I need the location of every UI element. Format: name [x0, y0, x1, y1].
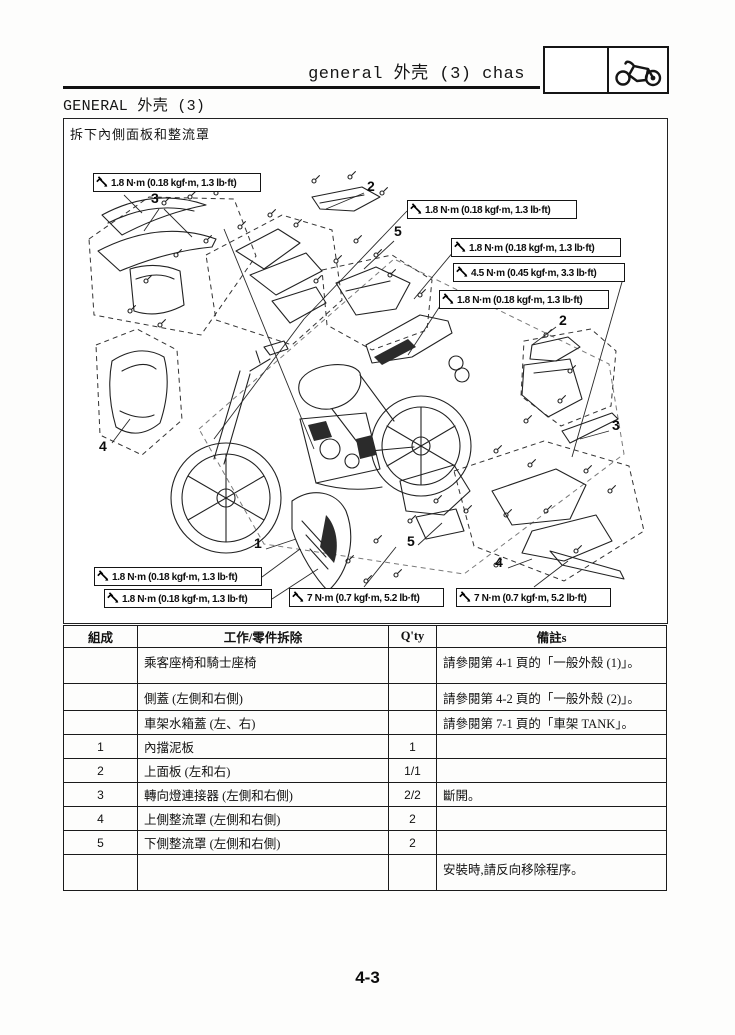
cell-qty: 2/2 — [388, 782, 437, 807]
torque-callout: 1.8 N·m (0.18 kgf·m, 1.3 lb·ft) — [93, 173, 261, 192]
cell-job: 下側整流罩 (左側和右側) — [137, 830, 389, 855]
torque-callout: 1.8 N·m (0.18 kgf·m, 1.3 lb·ft) — [451, 238, 621, 257]
page-number: 4-3 — [355, 968, 380, 987]
cell-remarks — [436, 734, 667, 759]
torque-wrench-icon — [410, 203, 422, 214]
torque-callout: 1.8 N·m (0.18 kgf·m, 1.3 lb·ft) — [407, 200, 577, 219]
chapter-icon-box — [543, 46, 669, 94]
chapter-icon-blank-cell — [545, 48, 610, 92]
cell-job: 轉向燈連接器 (左側和右側) — [137, 782, 389, 807]
table-row: 5 下側整流罩 (左側和右側) 2 — [63, 830, 667, 855]
torque-wrench-icon — [456, 266, 468, 277]
cell-order: 3 — [63, 782, 138, 807]
cell-order: 1 — [63, 734, 138, 759]
cell-order — [63, 683, 138, 711]
cell-remarks: 請參閱第 4-2 頁的「一般外殼 (2)」。 — [436, 683, 667, 711]
cell-order — [63, 854, 138, 891]
section-title: GENERAL 外壳 (3) — [63, 98, 206, 115]
torque-wrench-icon — [459, 591, 471, 602]
col-header-job: 工作/零件拆除 — [137, 625, 389, 648]
table-row: 3 轉向燈連接器 (左側和右側) 2/2 斷開。 — [63, 782, 667, 807]
torque-callout: 1.8 N·m (0.18 kgf·m, 1.3 lb·ft) — [104, 589, 272, 608]
header-divider — [63, 86, 540, 89]
part-number-label: 1 — [254, 535, 262, 551]
cell-job: 側蓋 (左側和右側) — [137, 683, 389, 711]
col-header-qty: Q'ty — [388, 625, 437, 648]
motorcycle-icon — [609, 48, 667, 92]
table-header-row: 組成 工作/零件拆除 Q'ty 備註s — [63, 625, 667, 648]
cell-qty: 2 — [388, 830, 437, 855]
cell-remarks — [436, 806, 667, 831]
cell-qty — [388, 683, 437, 711]
table-row: 安裝時,請反向移除程序。 — [63, 854, 667, 891]
table-row: 2 上面板 (左和右) 1/1 — [63, 758, 667, 783]
torque-wrench-icon — [442, 293, 454, 304]
cell-order — [63, 647, 138, 684]
torque-callout: 7 N·m (0.7 kgf·m, 5.2 lb·ft) — [289, 588, 444, 607]
cell-remarks: 請參閱第 4-1 頁的「一般外殼 (1)」。 — [436, 647, 667, 684]
cell-job: 車架水箱蓋 (左、右) — [137, 710, 389, 735]
cell-remarks: 斷開。 — [436, 782, 667, 807]
cell-remarks — [436, 830, 667, 855]
exploded-view-lineart — [88, 171, 645, 600]
cell-job — [137, 854, 389, 891]
part-number-label: 5 — [407, 533, 415, 549]
torque-wrench-icon — [96, 176, 108, 187]
part-number-label: 3 — [151, 190, 159, 206]
torque-wrench-icon — [454, 241, 466, 252]
page-title: general 外壳 (3) chas — [308, 65, 525, 84]
table-row: 1 內擋泥板 1 — [63, 734, 667, 759]
part-number-label: 4 — [495, 554, 503, 570]
torque-callout: 7 N·m (0.7 kgf·m, 5.2 lb·ft) — [456, 588, 611, 607]
cell-qty: 1/1 — [388, 758, 437, 783]
col-header-remarks: 備註s — [436, 625, 667, 648]
torque-wrench-icon — [107, 592, 119, 603]
cell-job: 上側整流罩 (左側和右側) — [137, 806, 389, 831]
torque-callout: 1.8 N·m (0.18 kgf·m, 1.3 lb·ft) — [439, 290, 609, 309]
torque-wrench-icon — [292, 591, 304, 602]
part-number-label: 2 — [559, 312, 567, 328]
diagram-caption: 拆下內側面板和整流罩 — [70, 127, 211, 142]
cell-remarks: 請參閱第 7-1 頁的「車架 TANK」。 — [436, 710, 667, 735]
part-number-label: 3 — [612, 417, 620, 433]
part-number-label: 2 — [367, 178, 375, 194]
cell-qty — [388, 647, 437, 684]
table-row: 車架水箱蓋 (左、右) 請參閱第 7-1 頁的「車架 TANK」。 — [63, 710, 667, 735]
table-row: 乘客座椅和騎士座椅 請參閱第 4-1 頁的「一般外殼 (1)」。 — [63, 647, 667, 684]
cell-job: 上面板 (左和右) — [137, 758, 389, 783]
cell-remarks: 安裝時,請反向移除程序。 — [436, 854, 667, 891]
removal-steps-table: 組成 工作/零件拆除 Q'ty 備註s 乘客座椅和騎士座椅 請參閱第 4-1 頁… — [63, 625, 667, 891]
cell-job: 內擋泥板 — [137, 734, 389, 759]
col-header-order: 組成 — [63, 625, 138, 648]
cell-qty: 2 — [388, 806, 437, 831]
table-row: 側蓋 (左側和右側) 請參閱第 4-2 頁的「一般外殼 (2)」。 — [63, 683, 667, 711]
torque-callout: 1.8 N·m (0.18 kgf·m, 1.3 lb·ft) — [94, 567, 262, 586]
cell-order: 4 — [63, 806, 138, 831]
cell-job: 乘客座椅和騎士座椅 — [137, 647, 389, 684]
part-number-label: 4 — [99, 438, 107, 454]
part-number-label: 5 — [394, 223, 402, 239]
exploded-view-diagram: 拆下內側面板和整流罩 — [63, 118, 668, 624]
table-row: 4 上側整流罩 (左側和右側) 2 — [63, 806, 667, 831]
torque-callout: 4.5 N·m (0.45 kgf·m, 3.3 lb·ft) — [453, 263, 625, 282]
cell-order: 2 — [63, 758, 138, 783]
cell-qty — [388, 854, 437, 891]
cell-order: 5 — [63, 830, 138, 855]
cell-remarks — [436, 758, 667, 783]
cell-qty — [388, 710, 437, 735]
cell-order — [63, 710, 138, 735]
torque-wrench-icon — [97, 570, 109, 581]
cell-qty: 1 — [388, 734, 437, 759]
